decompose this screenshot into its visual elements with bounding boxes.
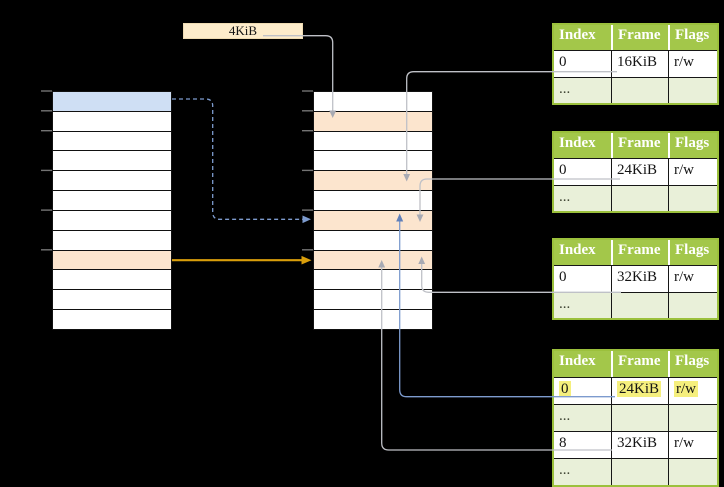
page-row-highlight-orange: [53, 250, 171, 271]
virtual-memory-column: [52, 91, 172, 330]
frame-row-24kib: [314, 210, 432, 231]
table-row-highlighted: 0 24KiB r/w: [554, 377, 717, 404]
highlighted-value: 24KiB: [617, 381, 662, 397]
frame-row: [314, 230, 432, 251]
header-frame: Frame: [611, 25, 668, 50]
cell-index: 0: [559, 162, 567, 178]
page-row: [53, 270, 171, 291]
page-row: [53, 191, 171, 211]
frame-row: [314, 131, 432, 152]
cell-index: ...: [559, 408, 571, 424]
cell-flags: [668, 292, 717, 318]
frame-row-4kib: [314, 111, 432, 132]
table-row-ellipsis: ...: [554, 76, 717, 103]
frame-row: [314, 191, 432, 211]
page-row: [53, 111, 171, 132]
cell-flags: [668, 405, 717, 431]
header-flags: Flags: [668, 351, 717, 377]
header-index: Index: [559, 242, 596, 258]
cell-flags: r/w: [668, 432, 717, 458]
table-header-row: Index Frame Flags: [554, 351, 717, 377]
cell-index: ...: [559, 295, 571, 312]
header-flags: Flags: [668, 240, 717, 265]
header-frame: Frame: [611, 351, 668, 377]
page-row: [53, 131, 171, 152]
header-flags: Flags: [668, 133, 717, 158]
header-index: Index: [559, 353, 596, 369]
cell-frame: 24KiB: [611, 159, 668, 185]
table-row: 8 32KiB r/w: [554, 431, 717, 458]
cell-frame: 32KiB: [611, 266, 668, 292]
cell-index: ...: [559, 462, 571, 478]
cell-index: 0: [559, 54, 567, 70]
frame-row-16kib: [314, 171, 432, 192]
cell-index: 8: [559, 435, 567, 451]
page-table-1: Index Frame Flags 0 16KiB r/w ...: [552, 23, 719, 105]
page-row: [53, 290, 171, 311]
table-row-ellipsis: ...: [554, 404, 717, 431]
cell-flags: [668, 77, 717, 103]
middle-column-ticks: [302, 90, 313, 251]
cell-frame: [611, 185, 668, 211]
cell-flags: [668, 185, 717, 211]
page-table-4: Index Frame Flags 0 24KiB r/w ... 8 32Ki…: [552, 349, 719, 487]
cell-index: 0: [559, 269, 567, 285]
cell-flags: [668, 459, 717, 485]
cell-frame: 16KiB: [611, 51, 668, 77]
frame-row-32kib: [314, 250, 432, 271]
table-header-row: Index Frame Flags: [554, 240, 717, 265]
table-header-row: Index Frame Flags: [554, 25, 717, 50]
frame-row: [314, 92, 432, 112]
left-column-ticks: [41, 90, 52, 251]
cell-frame: 32KiB: [611, 432, 668, 458]
cell-frame: [611, 77, 668, 103]
table-row: 0 16KiB r/w: [554, 50, 717, 77]
cell-index: ...: [559, 188, 571, 205]
frame-row: [314, 151, 432, 172]
table-row: 0 24KiB r/w: [554, 158, 717, 185]
header-index: Index: [559, 135, 596, 151]
frame-row: [314, 270, 432, 291]
page-table-3: Index Frame Flags 0 32KiB r/w ...: [552, 238, 719, 320]
cell-flags: r/w: [668, 159, 717, 185]
header-flags: Flags: [668, 25, 717, 50]
table-header-row: Index Frame Flags: [554, 133, 717, 158]
header-index: Index: [559, 27, 596, 43]
table-row: 0 32KiB r/w: [554, 265, 717, 292]
header-frame: Frame: [611, 240, 668, 265]
page-row: [53, 151, 171, 172]
page-row: [53, 171, 171, 192]
cell-flags: r/w: [668, 51, 717, 77]
table-row-ellipsis: ...: [554, 291, 717, 318]
page-row: [53, 230, 171, 251]
table-row-ellipsis: ...: [554, 458, 717, 485]
cell-frame: [611, 459, 668, 485]
page-row-highlight-blue: [53, 92, 171, 112]
page-table-2: Index Frame Flags 0 24KiB r/w ...: [552, 131, 719, 213]
page-row: [53, 210, 171, 231]
page-row: [53, 310, 171, 329]
cell-index: ...: [559, 80, 571, 97]
cell-index: 0: [554, 378, 611, 404]
highlighted-value: r/w: [674, 381, 698, 397]
physical-memory-column: [313, 91, 433, 330]
cell-frame: [611, 405, 668, 431]
highlighted-value: 0: [559, 381, 571, 397]
page-size-label-text: 4KiB: [228, 23, 258, 38]
connector-page8-to-frame32: [172, 255, 312, 265]
table-row-ellipsis: ...: [554, 184, 717, 211]
cell-frame: [611, 292, 668, 318]
frame-row: [314, 310, 432, 329]
cell-flags: r/w: [668, 266, 717, 292]
connector-page0-to-frame24: [172, 98, 311, 224]
header-frame: Frame: [611, 133, 668, 158]
cell-frame: 24KiB: [611, 378, 668, 404]
cell-flags: r/w: [668, 378, 717, 404]
page-size-label: 4KiB: [183, 23, 303, 39]
frame-row: [314, 290, 432, 311]
